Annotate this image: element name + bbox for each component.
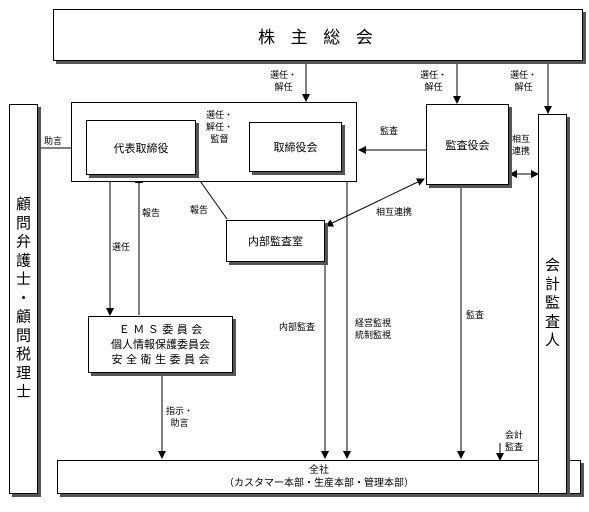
node-committees: Ｅ Ｍ Ｓ 委 員 会 個人情報保護委員会 安 全 衛 生 委 員 会 <box>88 316 233 373</box>
label-accounting-audit: 会計 監査 <box>505 431 524 453</box>
label-mutual-cooperation-internal: 相互連携 <box>376 208 413 218</box>
node-representative-director: 代表取締役 <box>86 120 196 175</box>
label-report-internal: 報告 <box>190 206 209 216</box>
node-whole-company: 全社 （カスタマー本部・生産本部・管理本部） <box>57 460 581 494</box>
label-elect-dismiss-supervise: 選任・ 解任・ 監督 <box>206 111 234 145</box>
label-report-committees: 報告 <box>142 209 161 219</box>
company-sub-label: （カスタマー本部・生産本部・管理本部） <box>224 478 414 489</box>
label-instruct-advise: 指示・ 助言 <box>166 407 194 429</box>
label-mutual-cooperation-accounting: 相互 連携 <box>512 135 531 157</box>
label-elect: 選任 <box>112 243 131 253</box>
node-shareholders-label: 株 主 総 会 <box>258 27 378 48</box>
company-label: 全社 <box>309 465 329 476</box>
label-audit-board: 監査 <box>380 127 399 137</box>
node-board-of-directors: 取締役会 <box>249 122 342 172</box>
arrow-internal-auditors-mutual <box>325 178 425 227</box>
label-elect-dismiss-auditors: 選任・ 解任 <box>420 71 448 93</box>
node-accounting-auditor: 会計監査人 <box>538 114 567 494</box>
node-internal-audit-office: 内部監査室 <box>226 220 325 262</box>
label-audit-company: 監査 <box>466 311 485 321</box>
label-elect-dismiss-accounting: 選任・ 解任 <box>510 71 538 93</box>
label-elect-dismiss-board: 選任・ 解任 <box>270 71 298 93</box>
node-board-of-auditors: 監査役会 <box>426 104 509 185</box>
node-legal-tax-advisors: 顧問弁護士・顧問税理士 <box>9 104 38 494</box>
committee-privacy: 個人情報保護委員会 <box>111 338 210 351</box>
label-advice: 助言 <box>44 137 63 147</box>
node-shareholders-meeting: 株 主 総 会 <box>53 9 583 61</box>
committee-safety: 安 全 衛 生 委 員 会 <box>111 353 210 366</box>
label-management-monitoring: 経営監視 統制監視 <box>355 319 392 341</box>
committee-ems: Ｅ Ｍ Ｓ 委 員 会 <box>118 323 203 336</box>
label-internal-audit: 内部監査 <box>279 323 316 333</box>
